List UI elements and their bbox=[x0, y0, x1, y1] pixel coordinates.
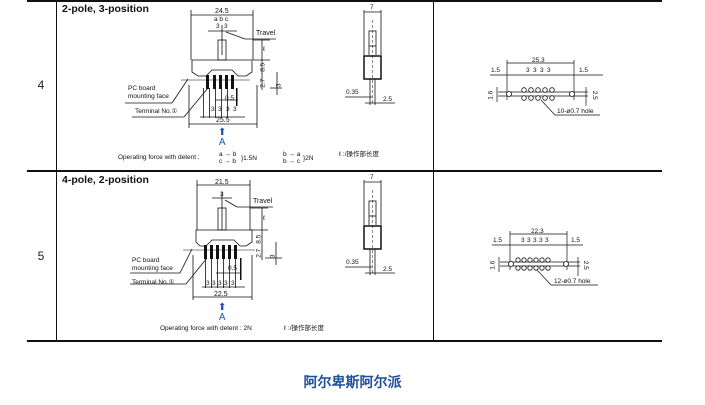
dim-pitch: 3 bbox=[211, 106, 215, 113]
column-divider-right bbox=[433, 0, 434, 341]
pcb-pitch: 3 bbox=[527, 237, 531, 244]
dim-pitch: 3 bbox=[231, 280, 235, 287]
dim-pitch: 3 bbox=[218, 106, 222, 113]
dim-pitch: 3 bbox=[218, 280, 222, 287]
force-line: c → b bbox=[219, 158, 236, 165]
terminal-no-label: Terminal No.① bbox=[132, 279, 175, 286]
pcb-pitch: 3 bbox=[545, 237, 549, 244]
pcb-edge-right: 1.5 bbox=[579, 67, 589, 74]
dim-pitch-top-1: 3 bbox=[220, 191, 224, 198]
pcb-pitch: 3 bbox=[539, 237, 543, 244]
pc-board-label-2: mounting face bbox=[132, 265, 173, 272]
length-note: ℓ :/操作部长度 bbox=[284, 325, 325, 332]
travel-label: Travel bbox=[253, 198, 273, 205]
table-bottom-border bbox=[27, 340, 662, 342]
pcb-hole-label: 12-ø0.7 hole bbox=[554, 278, 591, 285]
force-line: a → b bbox=[219, 151, 237, 158]
side-width: 7 bbox=[370, 174, 374, 181]
pc-board-label-1: PC board bbox=[128, 85, 156, 92]
pcb-pitch: 3 bbox=[533, 237, 537, 244]
dim-pitch: 3 bbox=[212, 280, 216, 287]
dim-pitch: 3 bbox=[224, 280, 228, 287]
pcb-dim-2-5: 2.5 bbox=[590, 90, 598, 100]
position-labels: a b c bbox=[214, 16, 229, 23]
dim-pitch-top-1: 3 bbox=[216, 23, 220, 30]
dim-2-5: 2.5 bbox=[383, 266, 393, 273]
force-value: }2N bbox=[303, 155, 314, 162]
dim-l: ℓ bbox=[263, 215, 266, 222]
operating-force-label: Operating force with detent : bbox=[118, 154, 200, 161]
side-width: 7 bbox=[370, 4, 374, 11]
pcb-dim-2-5: 2.5 bbox=[581, 260, 589, 270]
force-line: b → c bbox=[283, 158, 300, 165]
view-arrow-label: A bbox=[218, 137, 226, 148]
side-view-drawing bbox=[345, 180, 395, 275]
pcb-layout-drawing bbox=[492, 231, 598, 286]
view-arrow-a: ⬆A bbox=[218, 303, 226, 323]
pcb-pitch: 3 bbox=[526, 67, 530, 74]
pc-board-label-1: PC board bbox=[132, 257, 160, 264]
operating-force-label: Operating force with detent : 2N bbox=[160, 325, 252, 332]
pcb-edge-left: 1.5 bbox=[493, 237, 503, 244]
dim-width-bottom: 22.5 bbox=[214, 291, 228, 298]
pcb-pitch: 3 bbox=[540, 67, 544, 74]
pcb-edge-left: 1.5 bbox=[491, 67, 501, 74]
side-view-drawing bbox=[345, 10, 395, 105]
pcb-pitch: 3 bbox=[521, 237, 525, 244]
column-divider-left bbox=[56, 0, 57, 341]
dim-pitch: 3 bbox=[226, 106, 230, 113]
row-divider bbox=[27, 170, 662, 172]
pcb-edge-right: 1.5 bbox=[571, 237, 581, 244]
pcb-pitch: 3 bbox=[547, 67, 551, 74]
dim-0-5: 0.5 bbox=[228, 265, 238, 272]
front-view-drawing bbox=[125, 10, 282, 128]
dim-0-35: 0.35 bbox=[346, 89, 359, 96]
dim-width-bottom: 25.5 bbox=[216, 117, 230, 124]
terminal-no-label: Terminal No.① bbox=[135, 108, 178, 115]
row-title: 4-pole, 2-position bbox=[62, 174, 149, 186]
table-top-border bbox=[27, 0, 662, 2]
arrow-up-icon: ⬆ bbox=[218, 127, 227, 138]
pcb-dim-1-6: 1.6 bbox=[489, 260, 497, 270]
view-arrow-label: A bbox=[218, 312, 226, 323]
travel-label: Travel bbox=[256, 30, 276, 37]
force-line: b → a bbox=[283, 151, 301, 158]
row-number: 5 bbox=[37, 249, 45, 263]
dim-2-5: 2.5 bbox=[383, 96, 393, 103]
dim-pitch: 3 bbox=[233, 106, 237, 113]
dim-width-top: 21.5 bbox=[215, 179, 229, 186]
dim-width-top: 24.5 bbox=[215, 8, 229, 15]
dim-l: ℓ bbox=[263, 46, 266, 53]
row-title: 2-pole, 3-position bbox=[62, 3, 149, 15]
dim-0-35: 0.35 bbox=[346, 259, 359, 266]
force-value: }1.5N bbox=[241, 155, 257, 162]
front-view-drawing bbox=[130, 180, 282, 300]
arrow-up-icon: ⬆ bbox=[218, 302, 227, 313]
pcb-width: 22.3 bbox=[531, 228, 544, 235]
dim-0-5: 0.5 bbox=[225, 95, 235, 102]
dim-pitch: 3 bbox=[206, 280, 210, 287]
pcb-layout-drawing bbox=[490, 60, 603, 116]
length-note: ℓ :/操作部长度 bbox=[339, 151, 380, 158]
pcb-dim-1-6: 1.6 bbox=[487, 90, 495, 100]
view-arrow-a: ⬆A bbox=[218, 128, 226, 148]
dim-pitch-top-2: 3 bbox=[224, 23, 228, 30]
row-number: 4 bbox=[37, 78, 45, 92]
brand-footer: 阿尔卑斯阿尔派 bbox=[303, 375, 402, 391]
pc-board-label-2: mounting face bbox=[128, 93, 169, 100]
pcb-pitch: 3 bbox=[533, 67, 537, 74]
pcb-hole-label: 10-ø0.7 hole bbox=[557, 108, 594, 115]
pcb-width: 25.3 bbox=[532, 57, 545, 64]
